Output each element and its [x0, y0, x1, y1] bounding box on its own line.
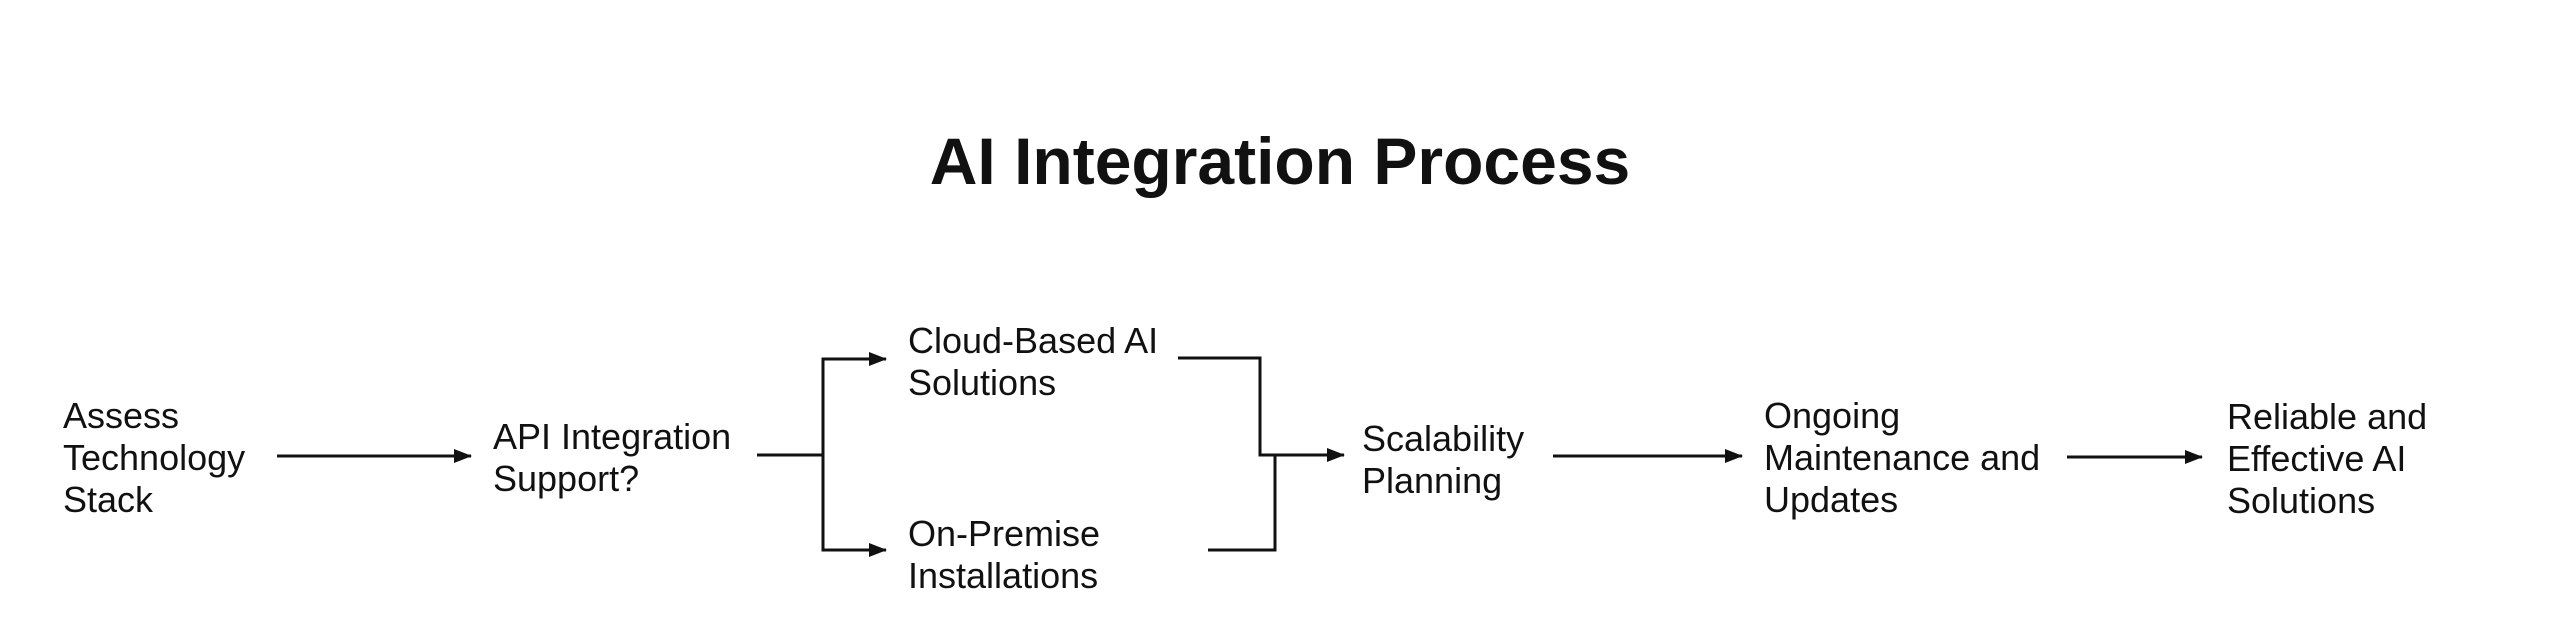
edge-cloud-to-scalability: [1178, 356, 1345, 462]
diagram-title: AI Integration Process: [929, 124, 1631, 198]
edge-api-to-onpremise: [757, 453, 887, 557]
flow-node-scalability-planning: Scalability Planning: [1362, 418, 1524, 502]
node-label-line: Effective AI: [2227, 438, 2407, 479]
flow-node-cloud-based-ai-solutions: Cloud-Based AI Solutions: [908, 320, 1158, 404]
node-label-line: Maintenance and: [1764, 437, 2041, 478]
flow-node-api-integration-support: API Integration Support?: [493, 416, 731, 500]
node-label-line: Technology: [63, 437, 246, 478]
node-label-line: Installations: [908, 555, 1099, 596]
flow-node-ongoing-maintenance-updates: Ongoing Maintenance and Updates: [1764, 395, 2040, 521]
node-label-line: Reliable and: [2227, 396, 2428, 437]
node-label-line: Scalability: [1362, 418, 1525, 459]
node-label-line: Planning: [1362, 460, 1503, 501]
node-label-line: API Integration: [493, 416, 732, 457]
node-label-line: On-Premise: [908, 513, 1101, 554]
node-label-line: Cloud-Based AI: [908, 320, 1159, 361]
edge-api-to-cloud: [757, 352, 887, 457]
node-label-line: Support?: [493, 458, 640, 499]
node-label-line: Updates: [1764, 479, 1899, 520]
flow-node-reliable-effective-ai-solutions: Reliable and Effective AI Solutions: [2227, 396, 2427, 522]
node-label-line: Stack: [63, 479, 154, 520]
node-label-line: Assess: [63, 395, 180, 436]
flow-node-assess-technology-stack: Assess Technology Stack: [63, 395, 245, 521]
edge-onpremise-to-scalability: [1208, 455, 1277, 552]
flow-node-on-premise-installations: On-Premise Installations: [908, 513, 1100, 597]
node-label-line: Ongoing: [1764, 395, 1901, 436]
node-label-line: Solutions: [908, 362, 1057, 403]
node-label-line: Solutions: [2227, 480, 2376, 521]
